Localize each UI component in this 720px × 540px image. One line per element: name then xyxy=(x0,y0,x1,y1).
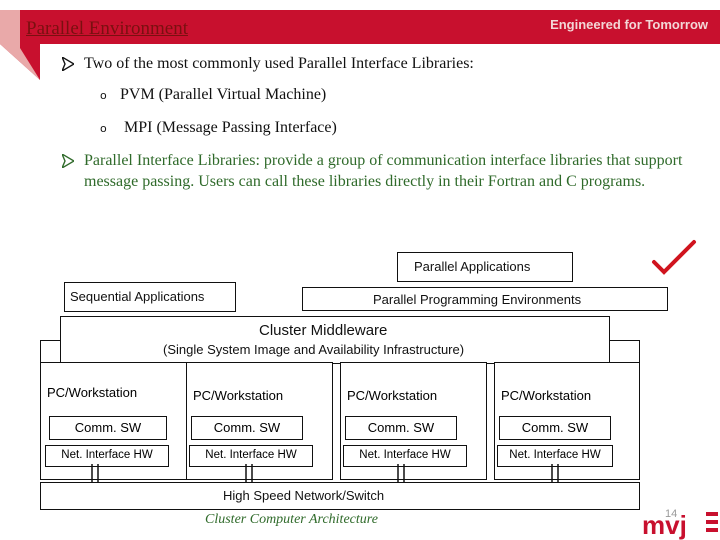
header-tagline: Engineered for Tomorrow xyxy=(550,17,708,32)
workstation-node-4: PC/Workstation Comm. SW Net. Interface H… xyxy=(494,362,640,480)
arrow-bullet-icon xyxy=(62,154,74,168)
parallel-applications-box: Parallel Applications xyxy=(397,243,582,282)
sequential-applications-box: Sequential Applications xyxy=(64,273,245,312)
svg-text:mvj: mvj xyxy=(642,510,687,540)
cluster-middleware-box: Cluster Middleware (Single System Image … xyxy=(60,316,610,364)
node-network-connectors xyxy=(91,464,559,482)
page-number: 14 xyxy=(665,508,678,520)
arrow-bullet-icon xyxy=(62,57,74,71)
header-fold-decoration xyxy=(0,10,90,80)
high-speed-network-box: High Speed Network/Switch xyxy=(40,482,640,510)
bullet-interface-libraries: Parallel Interface Libraries: provide a … xyxy=(84,152,683,190)
mvj-logo: mvj xyxy=(642,510,718,540)
workstation-node-2: PC/Workstation Comm. SW Net. Interface H… xyxy=(186,362,333,480)
page-title: Parallel Environment xyxy=(26,18,188,39)
slide-header: Parallel Environment Engineered for Tomo… xyxy=(0,0,720,80)
parallel-programming-environments-box: Parallel Programming Environments xyxy=(302,287,668,311)
circle-bullet-icon: o xyxy=(100,122,107,135)
workstation-node-3: PC/Workstation Comm. SW Net. Interface H… xyxy=(340,362,487,480)
bullet-libraries: Two of the most commonly used Parallel I… xyxy=(84,55,474,72)
circle-bullet-icon: o xyxy=(100,89,107,102)
diagram-caption: Cluster Computer Architecture xyxy=(205,512,378,527)
header-red-band xyxy=(0,10,720,44)
checkmark-icon xyxy=(652,240,696,275)
